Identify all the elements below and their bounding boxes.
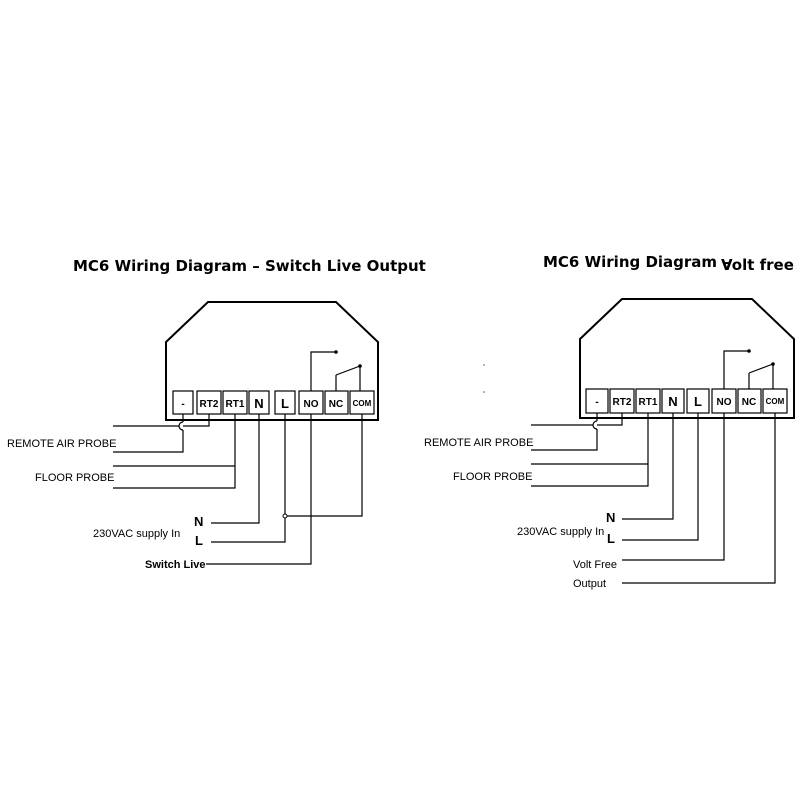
right-terminal-com	[762, 388, 788, 414]
right-relay-switch	[723, 349, 775, 389]
right-title: MC6 Wiring Diagram –	[543, 253, 730, 271]
right-floor-probe-wire	[531, 413, 649, 487]
left-floor-probe-label: FLOOR PROBE	[35, 472, 114, 484]
right-volt-free-no-wire	[622, 413, 725, 561]
left-n-supply-wire	[211, 414, 260, 524]
right-remote-air-probe-label: REMOTE AIR PROBE	[424, 437, 533, 449]
left-l-label: L	[195, 533, 203, 548]
left-terminal-label-rt1: RT1	[226, 399, 245, 410]
right-floor-probe-label: FLOOR PROBE	[453, 471, 532, 483]
right-volt-free-com-wire	[622, 413, 776, 584]
right-diagram: MC6 Wiring Diagram – Volt free - RT2 RT1…	[424, 253, 795, 590]
right-l-supply-wire	[622, 413, 699, 541]
right-remote-air-probe-wire	[531, 413, 623, 451]
right-supply-label: 230VAC supply In	[517, 526, 604, 538]
right-n-supply-wire	[622, 413, 674, 520]
left-l-supply-wire	[211, 414, 286, 543]
left-remote-air-probe-label: REMOTE AIR PROBE	[7, 438, 116, 450]
right-n-label: N	[606, 510, 615, 525]
right-terminal-label-no: NO	[717, 397, 732, 408]
left-terminal-label-minus: -	[181, 399, 184, 410]
right-terminal-label-rt1: RT1	[639, 397, 658, 408]
right-terminal-rt1	[635, 388, 661, 414]
left-terminal-label-nc: NC	[329, 399, 343, 410]
left-remote-air-probe-wire	[113, 414, 210, 453]
right-terminal-label-rt2: RT2	[613, 397, 632, 408]
right-terminal-label-n: N	[668, 394, 677, 409]
left-n-label: N	[194, 514, 203, 529]
left-terminal-label-n: N	[254, 396, 263, 411]
right-terminal-no	[711, 388, 737, 414]
right-terminal-label-com: COM	[766, 397, 785, 406]
left-terminal-label-l: L	[281, 396, 289, 411]
left-output-label: Switch Live	[145, 559, 206, 571]
left-relay-switch	[310, 350, 362, 391]
left-terminal-label-com: COM	[353, 399, 372, 408]
right-terminal-label-l: L	[694, 394, 702, 409]
left-switch-live-wire	[206, 414, 312, 565]
left-diagram: MC6 Wiring Diagram – Switch Live Output …	[7, 257, 426, 571]
left-terminal-label-rt2: RT2	[200, 399, 219, 410]
right-output-label-line2: Output	[573, 578, 606, 590]
left-terminal-label-no: NO	[304, 399, 319, 410]
left-l-com-link-wire	[282, 414, 363, 519]
right-terminal-label-minus: -	[595, 397, 598, 408]
right-terminal-rt2	[609, 388, 635, 414]
right-thermostat-body	[579, 298, 795, 419]
left-title: MC6 Wiring Diagram – Switch Live Output	[73, 257, 426, 275]
right-terminal-label-nc: NC	[742, 397, 756, 408]
stray-dot	[483, 391, 485, 393]
right-title-suffix: Volt free	[721, 256, 794, 274]
right-l-label: L	[607, 531, 615, 546]
stray-dot	[483, 364, 485, 366]
left-floor-probe-wire	[113, 414, 236, 489]
left-supply-label: 230VAC supply In	[93, 528, 180, 540]
right-output-label-line1: Volt Free	[573, 559, 617, 571]
